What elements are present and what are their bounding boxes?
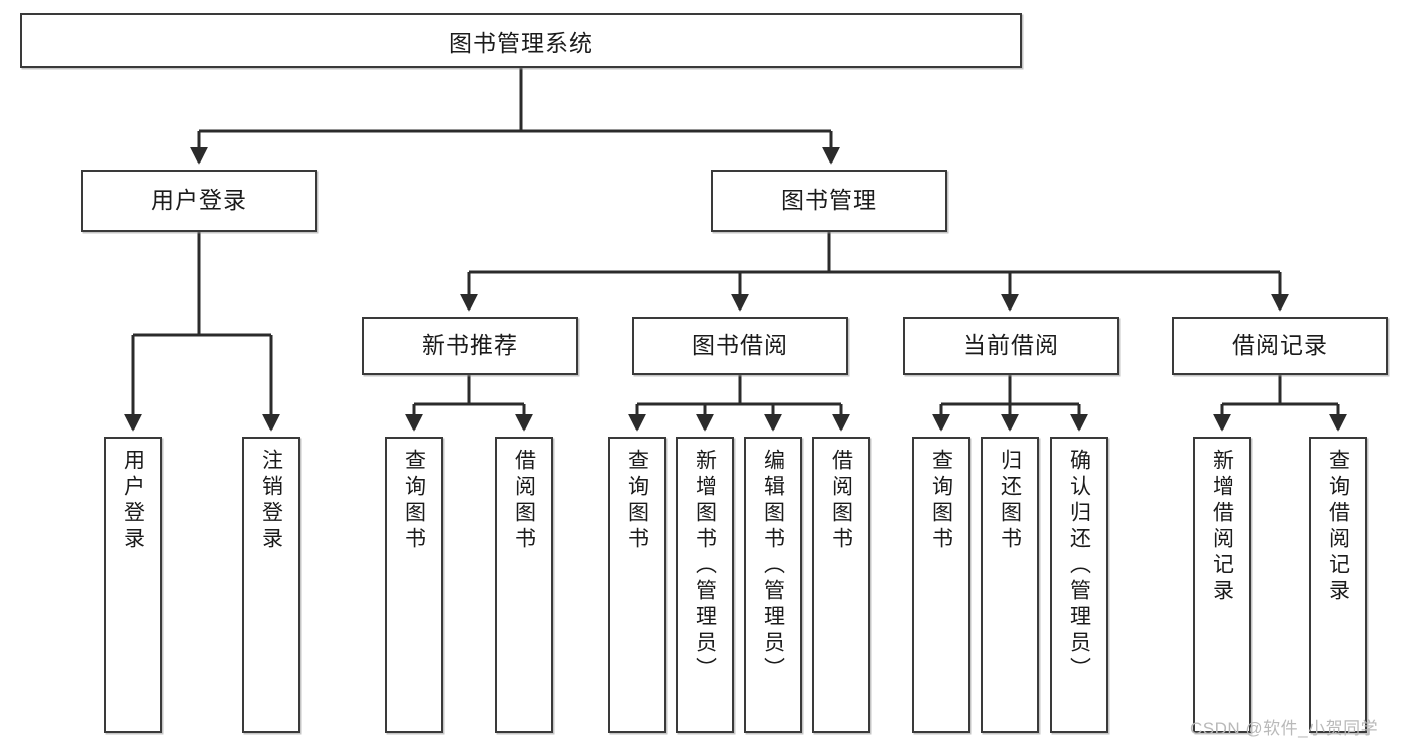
node-book-borrow[interactable]: 图书借阅 (632, 317, 848, 375)
node-label: 查询图书 (625, 449, 649, 553)
node-user-login[interactable]: 用户登录 (81, 170, 317, 232)
node-label: 图书管理 (781, 187, 877, 214)
node-label: 新书推荐 (422, 332, 518, 359)
leaf-borrow-query-book[interactable]: 查询图书 (608, 437, 666, 733)
node-label: 借阅图书 (512, 449, 536, 553)
node-root-system[interactable]: 图书管理系统 (20, 13, 1022, 68)
node-label: 用户登录 (121, 449, 145, 553)
leaf-current-return-book[interactable]: 归还图书 (981, 437, 1039, 733)
watermark-text: CSDN @软件_小贺同学 (1190, 719, 1379, 738)
node-label: 查询图书 (929, 449, 953, 553)
leaf-recommend-query-book[interactable]: 查询图书 (385, 437, 443, 733)
node-label: 新增图书（管理员） (693, 449, 717, 683)
node-new-book-recommend[interactable]: 新书推荐 (362, 317, 578, 375)
node-label: 用户登录 (151, 187, 247, 214)
node-label: 图书管理系统 (449, 29, 593, 56)
leaf-borrow-add-book[interactable]: 新增图书（管理员） (676, 437, 734, 733)
node-label: 注销登录 (259, 449, 283, 553)
leaf-recommend-borrow-book[interactable]: 借阅图书 (495, 437, 553, 733)
leaf-user-logout[interactable]: 注销登录 (242, 437, 300, 733)
node-label: 编辑图书（管理员） (761, 449, 785, 683)
node-borrow-record[interactable]: 借阅记录 (1172, 317, 1388, 375)
leaf-record-add-record[interactable]: 新增借阅记录 (1193, 437, 1251, 733)
leaf-user-login[interactable]: 用户登录 (104, 437, 162, 733)
leaf-current-confirm-return[interactable]: 确认归还（管理员） (1050, 437, 1108, 733)
node-book-management[interactable]: 图书管理 (711, 170, 947, 232)
node-label: 当前借阅 (963, 332, 1059, 359)
node-label: 查询借阅记录 (1326, 449, 1350, 605)
node-label: 归还图书 (998, 449, 1022, 553)
node-label: 借阅图书 (829, 449, 853, 553)
leaf-borrow-borrow-book[interactable]: 借阅图书 (812, 437, 870, 733)
node-label: 图书借阅 (692, 332, 788, 359)
node-label: 确认归还（管理员） (1067, 449, 1091, 683)
node-label: 借阅记录 (1232, 332, 1328, 359)
leaf-current-query-book[interactable]: 查询图书 (912, 437, 970, 733)
leaf-record-query-record[interactable]: 查询借阅记录 (1309, 437, 1367, 733)
node-current-borrow[interactable]: 当前借阅 (903, 317, 1119, 375)
node-label: 新增借阅记录 (1210, 449, 1234, 605)
leaf-borrow-edit-book[interactable]: 编辑图书（管理员） (744, 437, 802, 733)
node-label: 查询图书 (402, 449, 426, 553)
